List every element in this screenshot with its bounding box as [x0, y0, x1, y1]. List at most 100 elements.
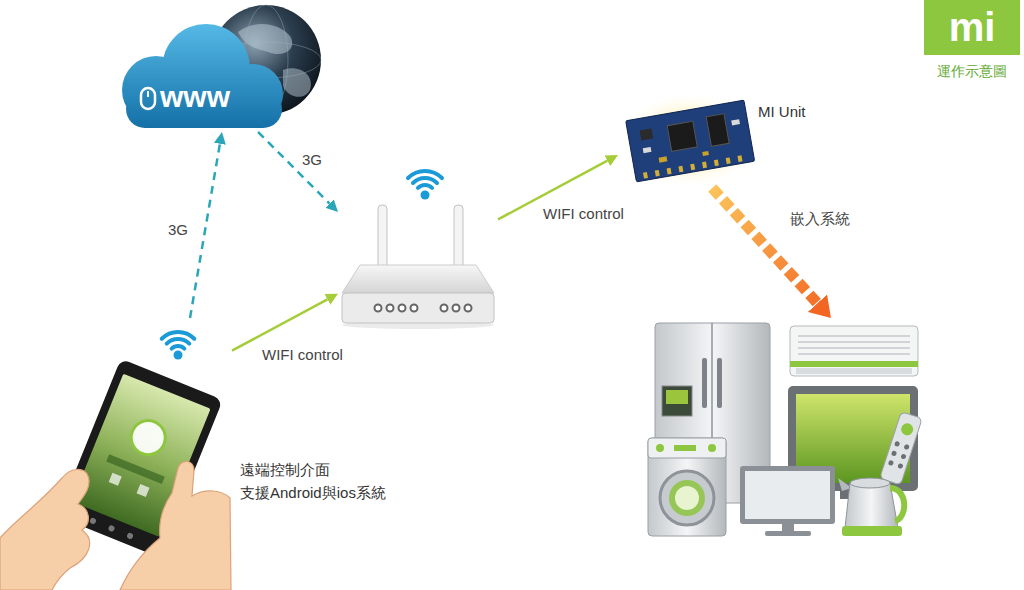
- router-node: [338, 165, 498, 330]
- app-logo-ring: [126, 415, 170, 459]
- 3g-arrow: [258, 132, 329, 204]
- led: [375, 305, 382, 312]
- component: [731, 119, 740, 125]
- circuit-board-illustration: [618, 88, 763, 188]
- wifi-arc: [167, 339, 190, 344]
- wifi-arc: [162, 332, 195, 339]
- cloud-text: www: [160, 80, 230, 114]
- tablet-node: 遠端控制介面 支援Android與ios系統: [0, 318, 232, 590]
- grille-line: [798, 335, 910, 337]
- chip: [640, 129, 654, 141]
- edge-label: 3G: [168, 221, 188, 239]
- component: [702, 151, 709, 156]
- led: [441, 305, 448, 312]
- tablet-button: [126, 532, 134, 540]
- pad: [667, 168, 672, 175]
- 3g-arrow: [190, 144, 220, 318]
- wifi-dot: [174, 351, 183, 360]
- mouse-wheel: [147, 91, 149, 97]
- led: [465, 305, 472, 312]
- ac-stripe: [790, 361, 918, 367]
- router-top: [342, 265, 494, 293]
- washing-machine: [648, 438, 726, 536]
- pad: [702, 162, 707, 169]
- wifi-icon: [162, 332, 195, 349]
- component: [659, 156, 668, 162]
- washer-panel: [648, 438, 726, 458]
- appliances-illustration: [640, 318, 925, 540]
- router-front: [342, 293, 494, 323]
- appliances-node: [640, 318, 925, 540]
- mouse-icon: [141, 88, 155, 109]
- remote-control: [880, 412, 923, 485]
- pad: [678, 166, 683, 173]
- board: [626, 100, 755, 182]
- washer-body: [648, 438, 726, 536]
- mouse-body: [141, 88, 155, 109]
- ac-vent: [796, 368, 912, 374]
- led: [399, 305, 406, 312]
- chip: [667, 121, 697, 151]
- router-illustration: [338, 165, 498, 330]
- pad: [655, 170, 660, 177]
- computer-monitor: [740, 466, 835, 536]
- washer-knob: [656, 444, 664, 452]
- remote-button: [888, 460, 894, 466]
- wifi-icon: [408, 171, 442, 188]
- fridge-display: [666, 390, 688, 404]
- washer-display: [674, 445, 696, 451]
- remote-button: [897, 463, 903, 469]
- grille-line: [798, 353, 910, 355]
- electric-kettle: [838, 478, 904, 536]
- monitor-base: [765, 531, 811, 536]
- edge-label: WIFI control: [262, 346, 343, 364]
- tablet-caption: 遠端控制介面 支援Android與ios系統: [240, 458, 415, 504]
- remote-button: [900, 422, 915, 437]
- ac-body: [790, 326, 918, 376]
- monitor-neck: [782, 524, 794, 532]
- kettle-handle: [890, 488, 904, 521]
- wifi-arc: [408, 171, 442, 178]
- wifi-arc: [172, 346, 185, 349]
- kettle-base: [842, 526, 902, 536]
- logo-box: mi運作示意圖: [924, 0, 1020, 55]
- tablet-illustration: [0, 318, 232, 590]
- monitor-screen: [745, 471, 830, 519]
- pad: [690, 164, 695, 171]
- ac-grille: [798, 336, 910, 354]
- component: [643, 147, 652, 153]
- right-hand: [120, 461, 231, 590]
- wifi-dot: [421, 191, 430, 200]
- app-icon: [109, 473, 122, 486]
- app-logo: [126, 415, 170, 459]
- remote-button: [891, 450, 897, 456]
- module-node: MI Unit: [618, 88, 763, 188]
- embed-arrow: [712, 188, 817, 303]
- left-hand: [0, 469, 90, 590]
- fridge-handle: [717, 358, 722, 408]
- grille-line: [798, 347, 910, 349]
- chip: [706, 114, 729, 147]
- monitor-frame: [740, 466, 835, 524]
- wifi-arrow: [232, 299, 327, 350]
- pad: [726, 157, 731, 164]
- fridge-handle: [702, 358, 707, 408]
- fridge-panel: [662, 386, 692, 416]
- tablet-button: [108, 525, 116, 533]
- board-pads: [643, 155, 743, 178]
- washer-door: [660, 471, 714, 525]
- wifi-arc: [413, 178, 437, 183]
- cloud-shape: [122, 24, 283, 128]
- kettle-lid: [850, 478, 890, 488]
- led: [411, 305, 418, 312]
- wifi-arc: [418, 185, 432, 188]
- remote-button: [894, 441, 900, 447]
- router-leds: [375, 305, 472, 312]
- air-conditioner: [790, 326, 918, 376]
- module-label: MI Unit: [758, 103, 806, 121]
- remote-button: [903, 444, 909, 450]
- tablet-button: [89, 517, 97, 525]
- logo-mark: mi: [924, 3, 1020, 51]
- pad: [643, 172, 648, 179]
